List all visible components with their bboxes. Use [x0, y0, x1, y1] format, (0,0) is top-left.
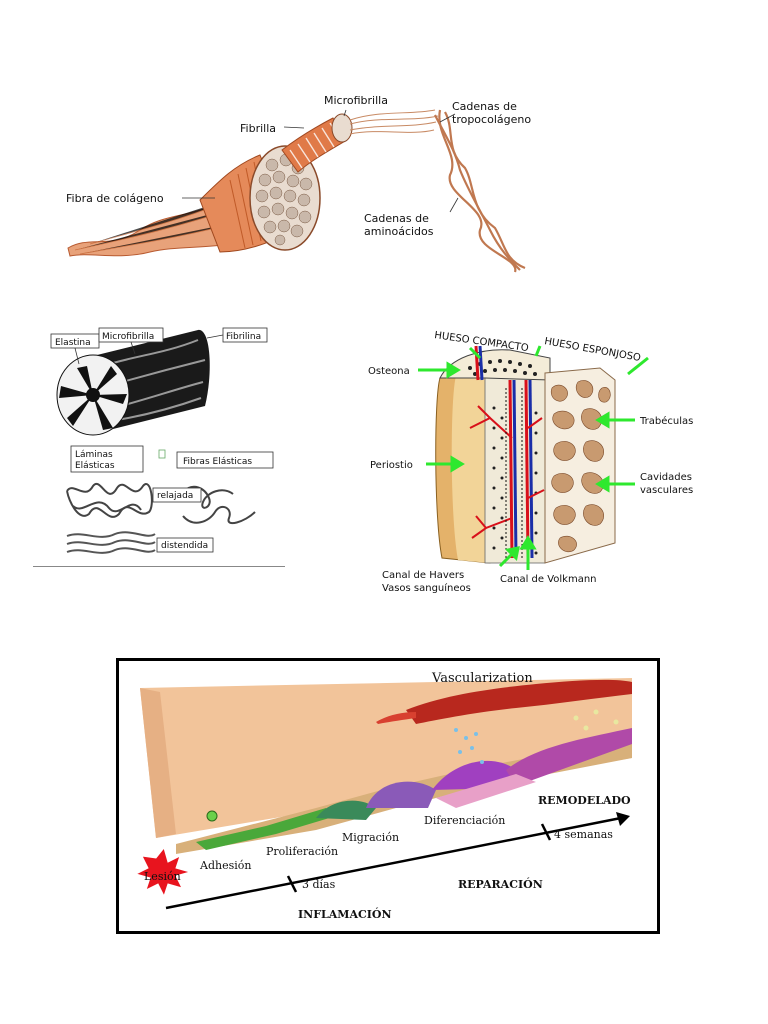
label-tropocolageno-2: tropocolágeno [452, 113, 531, 126]
label-reparacion: REPARACIÓN [458, 877, 543, 891]
label-hueso-esponjoso: HUESO ESPONJOSO [543, 336, 641, 364]
label-vasos-sanguineos: Vasos sanguíneos [382, 582, 471, 594]
label-aminoacidos-2: aminoácidos [364, 225, 434, 238]
label-proliferacion: Proliferación [266, 845, 338, 858]
label-4-semanas: 4 semanas [554, 828, 613, 841]
label-periostio: Periostio [370, 460, 413, 471]
label-tropocolageno-1: Cadenas de [452, 100, 517, 113]
collagen-diagram: Fibra de colágeno Fibrilla Microfibrilla… [50, 80, 570, 280]
label-fibra-colageno: Fibra de colágeno [66, 192, 164, 205]
elastic-fiber-diagram: Elastina Microfibrilla Fibrilina Láminas… [33, 316, 285, 567]
label-canal-havers: Canal de Havers [382, 570, 464, 581]
label-remodelado: REMODELADO [538, 794, 631, 807]
label-migracion: Migración [342, 831, 399, 844]
label-3-dias: 3 días [302, 878, 336, 891]
label-canal-volkmann: Canal de Volkmann [500, 574, 597, 585]
label-vascularization: Vascularization [431, 671, 533, 686]
label-cavidades-2: vasculares [640, 485, 693, 496]
label-diferenciacion: Diferenciación [424, 814, 505, 827]
label-fibras-elasticas: Fibras Elásticas [183, 457, 252, 467]
label-microfibrilla-elastic: Microfibrilla [102, 332, 154, 342]
label-inflamacion: INFLAMACIÓN [298, 907, 392, 921]
label-lesion: Lesión [144, 870, 181, 883]
label-elastina: Elastina [55, 338, 91, 348]
label-laminas-2: Elásticas [75, 461, 115, 471]
label-aminoacidos-1: Cadenas de [364, 212, 429, 225]
label-trabeculas: Trabéculas [639, 415, 693, 427]
label-distendida: distendida [161, 541, 208, 551]
label-laminas-1: Láminas [75, 450, 113, 460]
label-fibrilina: Fibrilina [226, 332, 261, 342]
label-osteona: Osteona [368, 366, 410, 377]
bone-structure-diagram: HUESO COMPACTO HUESO ESPONJOSO Osteona P… [360, 318, 700, 598]
label-fibrilla: Fibrilla [240, 122, 276, 135]
label-cavidades-1: Cavidades [640, 472, 692, 483]
label-relajada: relajada [157, 491, 193, 501]
tissue-repair-diagram: Vascularization REMODELADO Diferenciació… [116, 658, 660, 934]
label-adhesion: Adhesión [199, 859, 251, 872]
label-microfibrilla: Microfibrilla [324, 94, 388, 107]
